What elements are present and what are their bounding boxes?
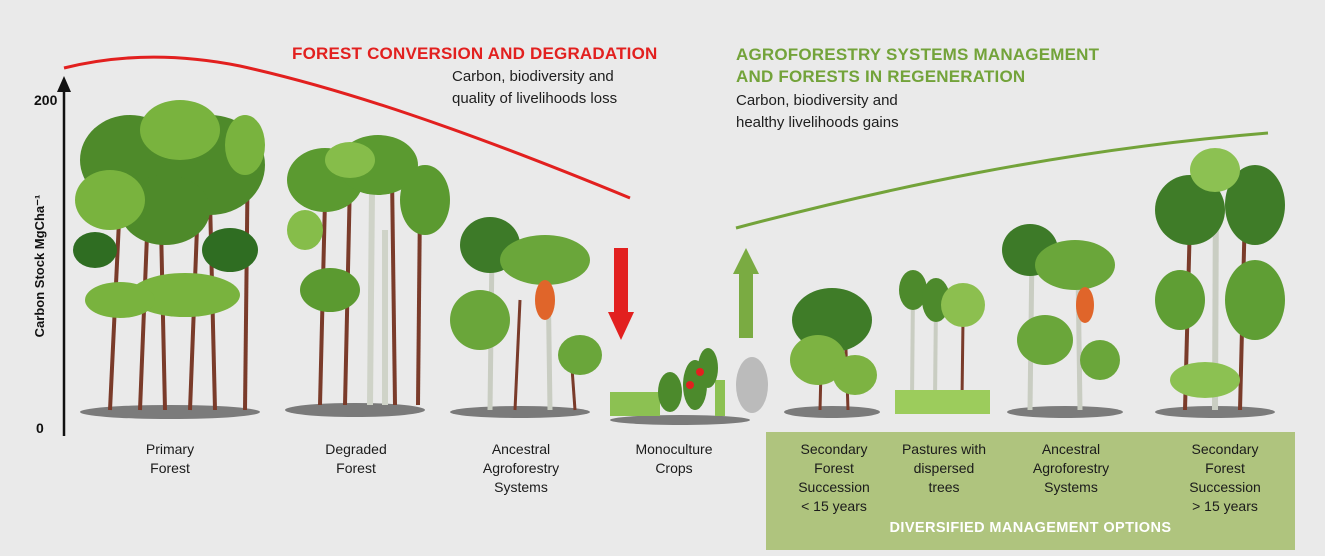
- degraded-forest-trees-icon: [287, 135, 450, 406]
- down-arrow-icon: [608, 248, 634, 340]
- caption-line: Primary: [145, 441, 195, 457]
- gain-description-line: healthy livelihoods gains: [736, 114, 899, 131]
- ancestral-agroforestry-trees-icon: [450, 217, 602, 411]
- caption-line: Succession: [798, 479, 870, 495]
- loss-description-line: quality of livelihoods loss: [452, 90, 618, 107]
- y-axis-label: Carbon Stock MgCha⁻¹: [32, 194, 47, 338]
- diversified-options-label: DIVERSIFIED MANAGEMENT OPTIONS: [889, 520, 1172, 536]
- caption-line: Pastures with: [901, 441, 987, 457]
- primary-forest-trees-icon: [73, 100, 265, 411]
- gain-description-line: Carbon, biodiversity and: [736, 92, 898, 109]
- y-axis: [57, 76, 71, 436]
- caption-line: trees: [928, 479, 960, 495]
- ancestral-agroforestry-right-icon: [1002, 224, 1120, 411]
- caption-line: Forest: [1205, 460, 1245, 476]
- caption-line: Forest: [814, 460, 854, 476]
- caption-line: Secondary: [800, 441, 868, 457]
- caption-line: < 15 years: [801, 498, 867, 514]
- y-tick-bottom: 0: [36, 420, 44, 436]
- y-tick-top: 200: [34, 92, 58, 108]
- caption-line: > 15 years: [1192, 498, 1258, 514]
- loss-description: Carbon, biodiversity and quality of live…: [452, 66, 617, 110]
- caption-line: Degraded: [325, 441, 387, 457]
- stage-caption: Pastures with dispersed trees: [874, 440, 1014, 497]
- caption-line: Forest: [336, 460, 376, 476]
- stage-caption: Secondary Forest Succession < 15 years: [764, 440, 904, 516]
- caption-line: Crops: [655, 460, 693, 476]
- stage-caption: Ancestral Agroforestry Systems: [1001, 440, 1141, 497]
- secondary-forest-mature-icon: [1155, 148, 1285, 411]
- gain-heading-line: AND FORESTS IN REGENERATION: [736, 67, 1026, 86]
- caption-line: Secondary: [1191, 441, 1259, 457]
- caption-line: Agroforestry: [1032, 460, 1110, 476]
- caption-line: dispersed: [913, 460, 975, 476]
- caption-line: Ancestral: [491, 441, 551, 457]
- secondary-forest-young-icon: [790, 288, 877, 411]
- loss-description-line: Carbon, biodiversity and: [452, 68, 614, 85]
- caption-line: Ancestral: [1041, 441, 1101, 457]
- loss-heading: FOREST CONVERSION AND DEGRADATION: [292, 44, 658, 63]
- gain-description: Carbon, biodiversity and healthy livelih…: [736, 90, 899, 134]
- gain-heading: AGROFORESTRY SYSTEMS MANAGEMENT AND FORE…: [736, 44, 1099, 88]
- caption-line: Systems: [494, 479, 548, 495]
- caption-line: Agroforestry: [482, 460, 560, 476]
- gain-heading-line: AGROFORESTRY SYSTEMS MANAGEMENT: [736, 45, 1100, 64]
- loss-curve: [63, 55, 631, 200]
- up-arrow-icon: [733, 248, 759, 338]
- caption-line: Forest: [150, 460, 190, 476]
- monoculture-crops-icon: [610, 348, 768, 416]
- caption-line: Monoculture: [635, 441, 713, 457]
- stage-caption: Secondary Forest Succession > 15 years: [1155, 440, 1295, 516]
- diversified-options-panel: [766, 432, 1295, 550]
- caption-line: Systems: [1044, 479, 1098, 495]
- stage-caption: Ancestral Agroforestry Systems: [451, 440, 591, 497]
- stage-caption: Primary Forest: [100, 440, 240, 478]
- caption-line: Succession: [1189, 479, 1261, 495]
- stage-caption: Monoculture Crops: [604, 440, 744, 478]
- pastures-trees-icon: [895, 270, 990, 414]
- stage-caption: Degraded Forest: [286, 440, 426, 478]
- gain-curve: [735, 131, 1269, 230]
